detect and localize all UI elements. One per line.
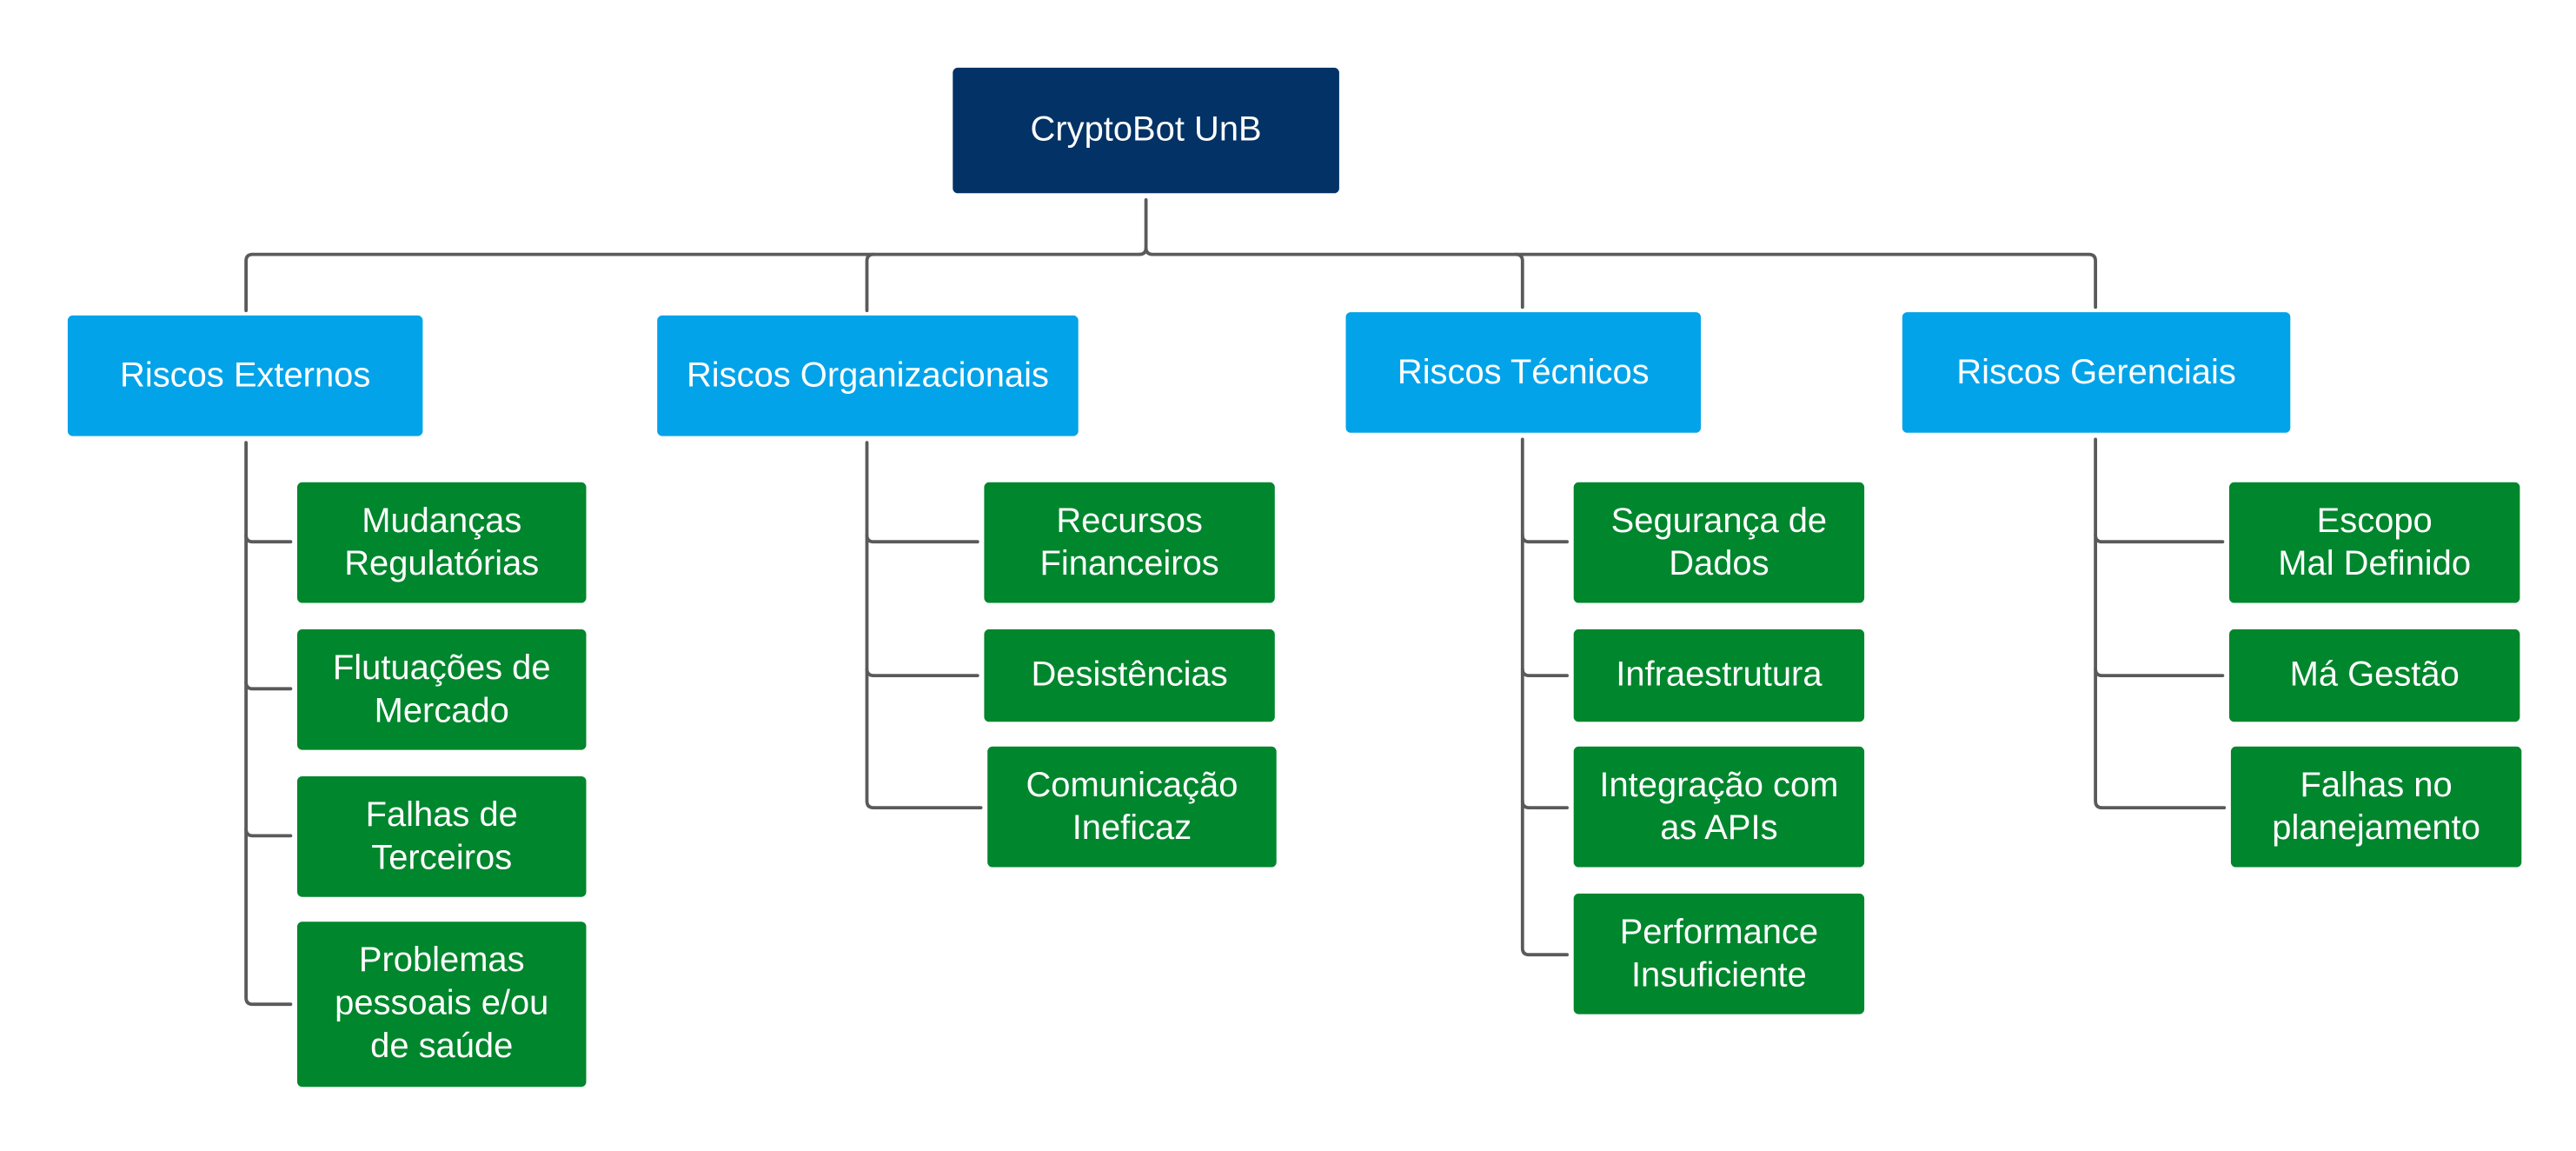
connector-organizacionais-spine: [865, 441, 983, 809]
risk-infraestrutura: Infraestrutura: [1573, 629, 1865, 722]
root-node: CryptoBot UnB: [953, 67, 1339, 194]
connector-root-to-organizacionais: [865, 252, 875, 313]
connector-gerenciais-risk-1: [2094, 533, 2225, 544]
connector-gerenciais-spine: [2094, 437, 2227, 809]
connector-tecnicos-spine: [1520, 437, 1569, 957]
connector-tecnicos-risk-1: [1520, 533, 1569, 544]
risk-seguranca-de-dados: Segurança de Dados: [1573, 482, 1865, 603]
category-riscos-tecnicos: Riscos Técnicos: [1345, 312, 1701, 433]
risk-mudancas-regulatorias: Mudanças Regulatórias: [297, 482, 587, 603]
risk-flutuacoes-de-mercado: Flutuações de Mercado: [297, 629, 587, 750]
risk-performance-insuficiente: Performance Insuficiente: [1573, 893, 1865, 1015]
connector-tecnicos-risk-2: [1520, 667, 1569, 677]
risk-ma-gestao: Má Gestão: [2229, 629, 2520, 722]
connector-externos-spine: [244, 441, 293, 1007]
connector-root-to-externos: [244, 252, 1141, 313]
risk-escopo-mal-definido: Escopo Mal Definido: [2229, 482, 2520, 603]
category-riscos-organizacionais: Riscos Organizacionais: [657, 315, 1079, 436]
connector-externos-risk-3: [244, 827, 293, 838]
category-riscos-externos: Riscos Externos: [67, 315, 423, 436]
connector-externos-risk-1: [244, 533, 293, 544]
risk-problemas-pessoais: Problemas pessoais e/ou de saúde: [297, 921, 587, 1088]
connector-organizacionais-risk-2: [865, 667, 979, 677]
connector-gerenciais-risk-2: [2094, 667, 2225, 677]
connector-root-to-gerenciais: [1514, 252, 2097, 309]
risk-recursos-financeiros: Recursos Financeiros: [984, 482, 1275, 603]
connector-root-to-tecnicos: [1144, 246, 1524, 309]
connector-externos-risk-2: [244, 680, 293, 691]
risk-falhas-de-terceiros: Falhas de Terceiros: [297, 776, 587, 897]
risk-comunicacao-ineficaz: Comunicação Ineficaz: [987, 746, 1277, 868]
connector-organizacionais-risk-1: [865, 533, 979, 544]
connector-root-trunk: [1138, 197, 1148, 256]
connector-tecnicos-risk-3: [1520, 799, 1569, 809]
category-riscos-gerenciais: Riscos Gerenciais: [1902, 312, 2291, 433]
risk-desistencias: Desistências: [984, 629, 1275, 722]
risk-falhas-no-planejamento: Falhas no planejamento: [2230, 746, 2522, 868]
risk-integracao-com-apis: Integração com as APIs: [1573, 746, 1865, 868]
